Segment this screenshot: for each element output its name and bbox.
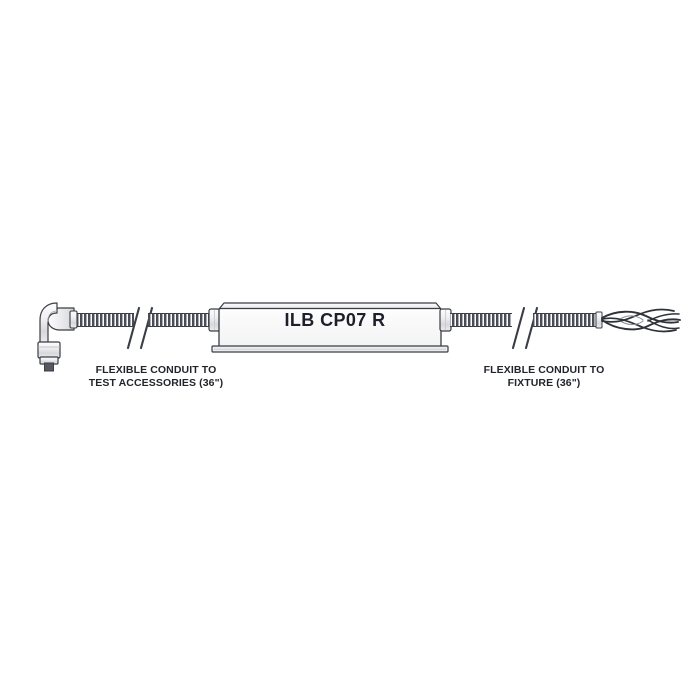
left-caption-line-2: TEST ACCESSORIES (36") bbox=[88, 377, 224, 389]
right-conduit-segment-b bbox=[533, 311, 603, 329]
left-connector-collar bbox=[208, 308, 221, 332]
elbow-collar bbox=[69, 310, 78, 329]
left-conduit-segment-b bbox=[148, 312, 210, 328]
right-caption-line-2: FIXTURE (36") bbox=[507, 377, 581, 389]
elbow-fitting-icon bbox=[37, 302, 78, 372]
right-connector-collar bbox=[439, 308, 452, 332]
right-conduit-segment-a bbox=[450, 312, 512, 328]
left-caption-line-1: FLEXIBLE CONDUIT TO bbox=[95, 364, 217, 376]
elbow-stub bbox=[44, 362, 54, 372]
enclosure-model-label: ILB CP07 R bbox=[284, 310, 386, 330]
right-caption-line-1: FLEXIBLE CONDUIT TO bbox=[483, 364, 605, 376]
elbow-barrel bbox=[37, 341, 61, 359]
wire-leads-icon bbox=[601, 308, 681, 333]
left-conduit-segment-a bbox=[77, 312, 134, 328]
enclosure-housing bbox=[211, 302, 449, 353]
right-conduit-caption: FLEXIBLE CONDUIT TO FIXTURE (36") bbox=[444, 364, 644, 390]
left-conduit-caption: FLEXIBLE CONDUIT TO TEST ACCESSORIES (36… bbox=[56, 364, 256, 390]
